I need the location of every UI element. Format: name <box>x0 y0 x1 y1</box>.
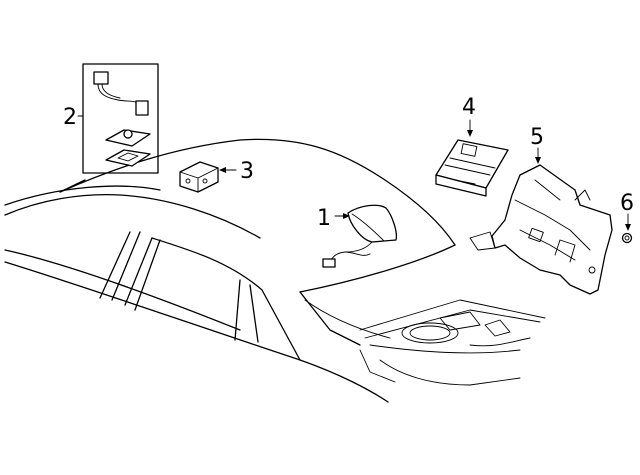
vehicle-body-outline <box>4 138 456 403</box>
callout-5-label: 5 <box>530 125 544 150</box>
trunk-floor-detail <box>359 299 546 386</box>
callout-6-label: 6 <box>620 191 634 216</box>
callout-2-label: 2 <box>63 105 77 130</box>
callout-1-label: 1 <box>317 206 331 231</box>
control-module-part <box>179 161 219 193</box>
roof-antenna-part <box>322 204 398 268</box>
callout-3-label: 3 <box>240 159 254 184</box>
callout-leaders <box>77 115 631 231</box>
grommet-part <box>621 232 633 244</box>
mounting-bracket-part <box>469 164 613 295</box>
callout-4-label: 4 <box>462 95 476 120</box>
antenna-cable-kit-part <box>82 63 159 174</box>
receiver-module-part <box>435 139 509 197</box>
